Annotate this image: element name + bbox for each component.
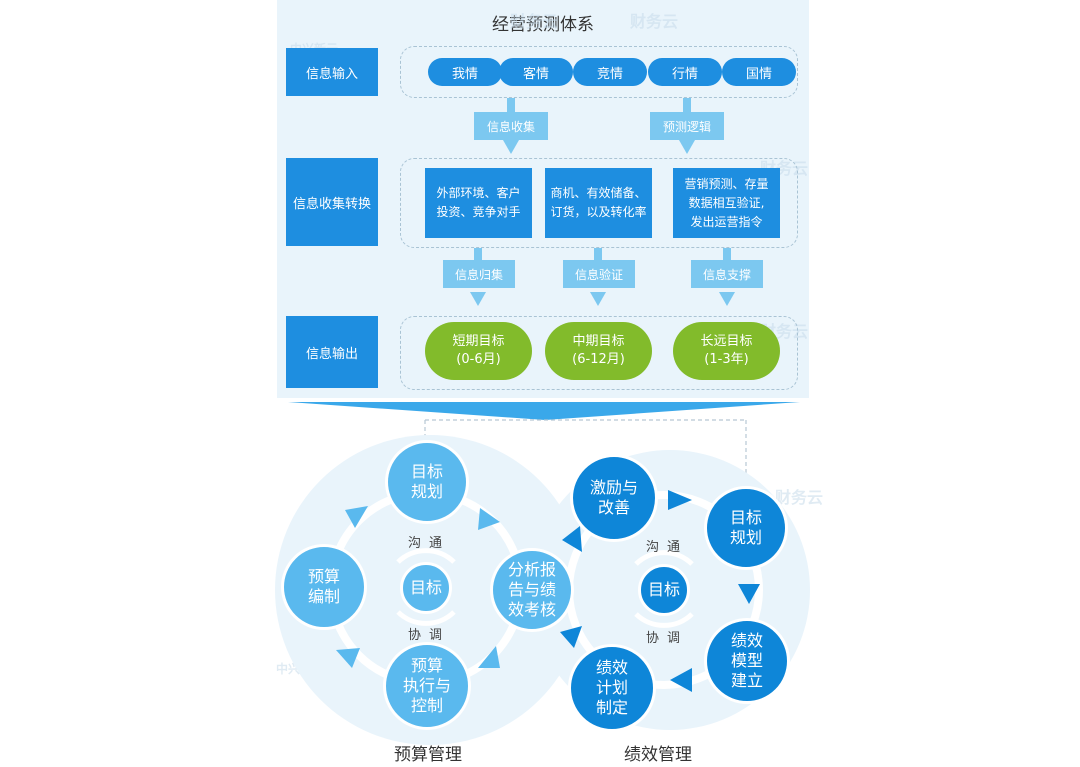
perf-coordinate: 协调 bbox=[646, 631, 689, 646]
target-mid: 中期目标(6-12月) bbox=[545, 322, 652, 380]
diagram-title: 经营预测体系 bbox=[492, 15, 594, 35]
watermark: 财务云 bbox=[510, 12, 559, 31]
flow-gather: 信息归集 bbox=[443, 260, 515, 288]
perf-goal-planning: 目标规划 bbox=[704, 486, 788, 570]
flow-verify: 信息验证 bbox=[563, 260, 635, 288]
flow-logic: 预测逻辑 bbox=[650, 112, 724, 140]
budget-compile: 预算编制 bbox=[281, 544, 367, 630]
perf-model: 绩效模型建立 bbox=[704, 618, 790, 704]
budget-execute-control: 预算执行与控制 bbox=[383, 642, 471, 730]
row-label-input: 信息输入 bbox=[286, 48, 378, 96]
pill-country: 国情 bbox=[722, 58, 796, 86]
box-environment: 外部环境、客户投资、竞争对手 bbox=[425, 168, 532, 238]
pill-industry: 行情 bbox=[648, 58, 722, 86]
input-group bbox=[400, 46, 798, 98]
pill-self: 我情 bbox=[428, 58, 502, 86]
budget-management-label: 预算管理 bbox=[394, 745, 462, 765]
row-label-output: 信息输出 bbox=[286, 316, 378, 388]
target-long: 长远目标(1-3年) bbox=[673, 322, 780, 380]
budget-goal-planning: 目标规划 bbox=[385, 440, 469, 524]
pill-customer: 客情 bbox=[499, 58, 573, 86]
flow-support: 信息支撑 bbox=[691, 260, 763, 288]
watermark: 财务云 bbox=[775, 488, 824, 507]
output-group bbox=[400, 316, 798, 390]
flow-collect: 信息收集 bbox=[474, 112, 548, 140]
watermark: 财务云 bbox=[630, 12, 679, 31]
target-short: 短期目标(0-6月) bbox=[425, 322, 532, 380]
budget-center-goal: 目标 bbox=[400, 562, 452, 614]
perf-center-goal: 目标 bbox=[638, 564, 690, 616]
perf-communicate: 沟通 bbox=[646, 540, 689, 555]
box-forecast: 营销预测、存量数据相互验证,发出运营指令 bbox=[673, 168, 780, 238]
budget-communicate: 沟通 bbox=[408, 536, 451, 551]
budget-coordinate: 协调 bbox=[408, 628, 451, 643]
pill-competitor: 竞情 bbox=[573, 58, 647, 86]
collect-group bbox=[400, 158, 798, 248]
performance-management-label: 绩效管理 bbox=[624, 745, 692, 765]
analysis-report-appraisal: 分析报告与绩效考核 bbox=[490, 548, 574, 632]
row-label-collect: 信息收集转换 bbox=[286, 158, 378, 246]
box-opportunity: 商机、有效储备、订货，以及转化率 bbox=[545, 168, 652, 238]
perf-plan-make: 绩效计划制定 bbox=[568, 644, 656, 732]
perf-incentive: 激励与改善 bbox=[570, 454, 658, 542]
